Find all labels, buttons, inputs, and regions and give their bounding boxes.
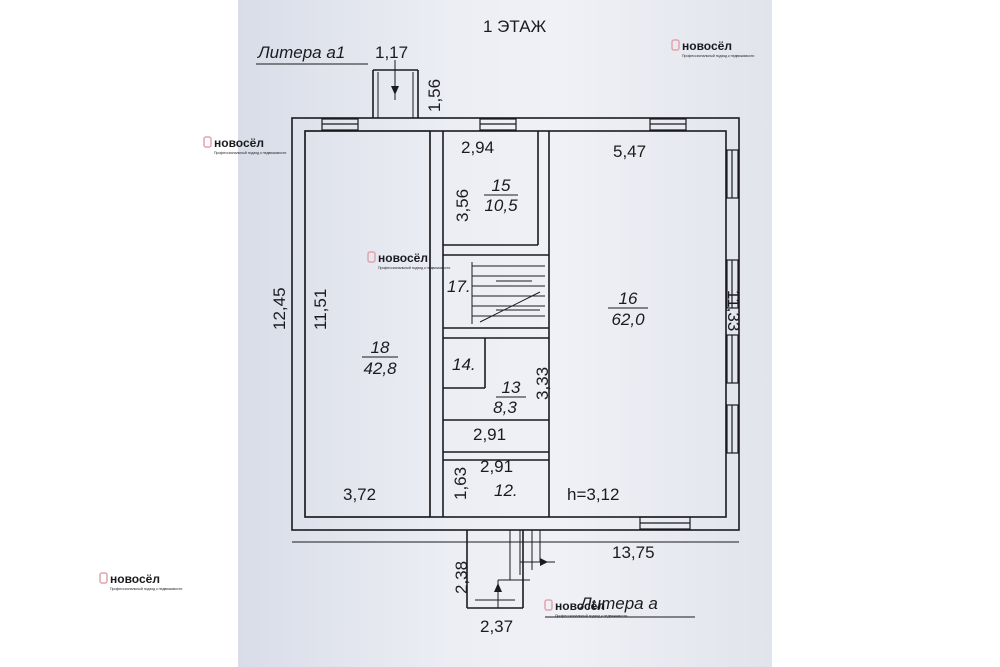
dim-room12-depth: 1,63 <box>451 467 470 500</box>
dim-room15-width: 2,94 <box>461 138 494 157</box>
outer-wall <box>291 117 740 531</box>
dim-porch-bottom-width: 2,37 <box>480 617 513 636</box>
ceiling-height: h=3,12 <box>567 485 619 504</box>
watermark-4: новосёл Профессиональный подход к недвиж… <box>99 572 182 591</box>
watermark-brand: новосёл <box>214 136 264 150</box>
watermark-tagline: Профессиональный подход к недвижимости <box>110 587 182 591</box>
room-15: 15 10,5 <box>484 176 518 215</box>
watermark-3: новосёл Профессиональный подход к недвиж… <box>367 251 450 270</box>
watermark-5: новосёл Профессиональный подход к недвиж… <box>544 599 627 618</box>
litera-a-label: Литера а <box>579 594 658 613</box>
porch-bottom <box>466 530 555 609</box>
room-15-area: 10,5 <box>484 196 518 215</box>
dim-overall-width: 13,75 <box>612 543 655 562</box>
room-17-number: 17. <box>447 277 471 296</box>
room-15-number: 15 <box>492 176 511 195</box>
watermark-logo-icon <box>367 251 376 263</box>
dim-room16-width: 5,47 <box>613 142 646 161</box>
watermark-tagline: Профессиональный подход к недвижимости <box>682 54 754 58</box>
dim-room13-depth: 3,33 <box>533 367 552 400</box>
watermark-tagline: Профессиональный подход к недвижимости <box>555 614 627 618</box>
watermark-logo-icon <box>99 572 108 584</box>
floor-title: 1 ЭТАЖ <box>483 17 547 36</box>
dim-room15-depth: 3,56 <box>453 189 472 222</box>
watermark-brand: новосёл <box>555 599 605 613</box>
staircase <box>471 262 545 324</box>
watermark-2: новосёл Профессиональный подход к недвиж… <box>203 136 286 155</box>
dim-porch-bottom-depth: 2,38 <box>452 561 471 594</box>
room-18-area: 42,8 <box>363 359 397 378</box>
porch-top <box>372 60 419 118</box>
room-13-number: 13 <box>502 378 521 397</box>
watermark-brand: новосёл <box>378 251 428 265</box>
watermark-logo-icon <box>203 136 212 148</box>
room-13: 13 8,3 <box>493 378 526 417</box>
watermark-tagline: Профессиональный подход к недвижимости <box>214 151 286 155</box>
walls <box>291 60 740 609</box>
dim-room18-length: 11,51 <box>311 289 330 330</box>
room-16-area: 62,0 <box>611 310 645 329</box>
dim-porch-top-width: 1,17 <box>375 43 408 62</box>
windows <box>321 118 739 530</box>
dim-overall-height: 12,45 <box>270 287 289 330</box>
dim-room18-width: 3,72 <box>343 485 376 504</box>
watermark-logo-icon <box>671 39 680 51</box>
room-18-number: 18 <box>371 338 390 357</box>
dim-room13-width: 2,91 <box>473 425 506 444</box>
room-14-number: 14. <box>452 355 476 374</box>
inner-wall-outline <box>304 130 727 518</box>
watermark-brand: новосёл <box>682 39 732 53</box>
watermark-brand: новосёл <box>110 572 160 586</box>
watermark-1: новосёл Профессиональный подход к недвиж… <box>671 39 754 58</box>
paper-sheet <box>238 0 772 667</box>
litera-a1-label: Литера а1 <box>257 43 345 62</box>
room-12-number: 12. <box>494 481 518 500</box>
watermark-logo-icon <box>544 599 553 611</box>
dim-room12-width: 2,91 <box>480 457 513 476</box>
dim-porch-top-depth: 1,56 <box>425 79 444 112</box>
watermark-tagline: Профессиональный подход к недвижимости <box>378 266 450 270</box>
room-16-number: 16 <box>619 289 638 308</box>
room-18: 18 42,8 <box>362 338 398 378</box>
dim-room16-length: 11,33 <box>724 290 743 331</box>
room-13-area: 8,3 <box>493 398 517 417</box>
room-16: 16 62,0 <box>608 289 648 329</box>
